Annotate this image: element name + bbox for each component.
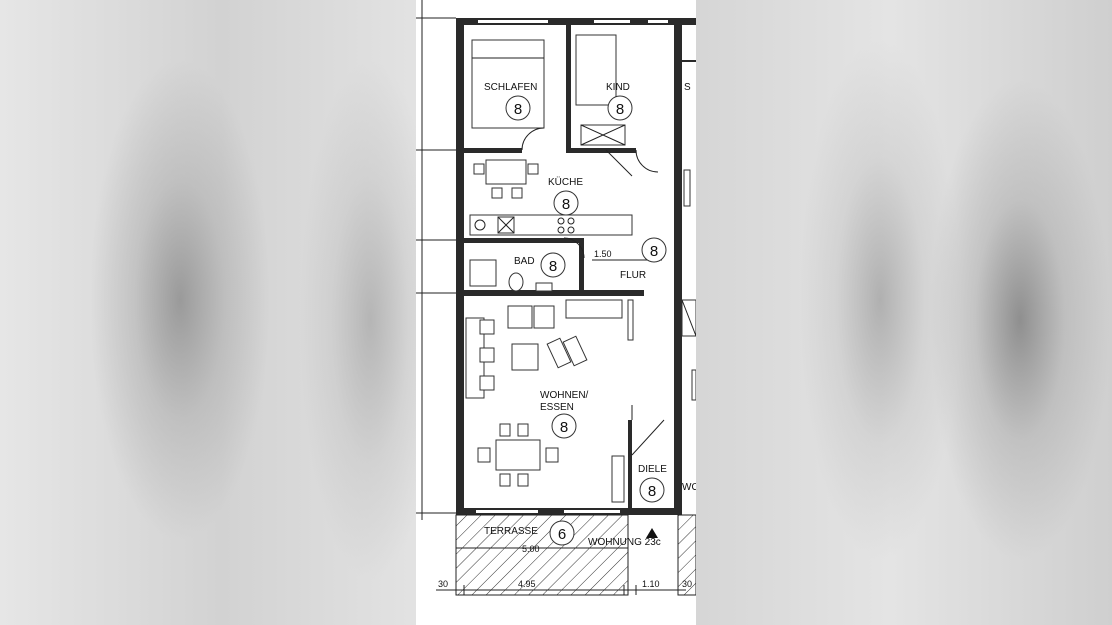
sofa-cushion	[479, 347, 495, 363]
chair	[527, 163, 539, 175]
coffee-table	[511, 343, 539, 371]
room-number-circle	[551, 413, 577, 439]
chair	[511, 187, 523, 199]
chair	[517, 423, 529, 437]
neighbor-terrace-hatch	[677, 514, 696, 596]
neighbor-room-label-bottom: WO	[682, 482, 696, 493]
room-label-terrasse: TERRASSE	[484, 526, 538, 537]
unit-marker-icon	[646, 528, 658, 538]
wall-schlafen-kueche	[464, 148, 522, 153]
washbasin	[535, 282, 553, 292]
stove-burner-icon	[567, 226, 575, 234]
bed-kind	[575, 34, 617, 106]
dimension-bottom-right: 1.10	[642, 579, 660, 589]
neighbor-wall	[682, 60, 696, 62]
room-label-schlafen: SCHLAFEN	[484, 82, 537, 93]
armchair	[562, 335, 588, 367]
window-north-right	[648, 20, 668, 23]
shelf	[627, 299, 634, 341]
chair	[499, 473, 511, 487]
east-wall	[674, 18, 682, 515]
chair	[517, 473, 529, 487]
floor-plan: SCHLAFEN 8 KIND 8 KÜCHE 8 BAD 8 1.50 FLU…	[416, 0, 696, 625]
room-number-schlafen: 8	[514, 101, 522, 118]
room-label-diele: DIELE	[638, 464, 667, 475]
room-label-wohnen-line2: ESSEN	[540, 402, 574, 413]
stove-burner-icon	[567, 217, 575, 225]
room-number-circle	[549, 520, 575, 546]
chair	[499, 423, 511, 437]
wall-schlafen-kind	[566, 25, 571, 150]
stove-burner-icon	[557, 226, 565, 234]
room-number-circle	[607, 95, 633, 121]
wall-bad-wohnen	[464, 290, 644, 296]
room-label-wohnen-line1: WOHNEN/	[540, 390, 589, 401]
terrace-hatch	[455, 514, 629, 596]
room-number-circle	[553, 190, 579, 216]
room-number-terrasse: 6	[558, 526, 566, 543]
dimension-bottom-right-margin: 30	[682, 579, 692, 589]
room-number-circle	[641, 237, 667, 263]
room-number-kueche: 8	[562, 196, 570, 213]
door-swing-bad	[563, 237, 585, 259]
sink-icon	[474, 219, 486, 231]
room-label-bad: BAD	[514, 256, 535, 267]
wardrobe-diele	[611, 455, 625, 503]
dining-table	[495, 439, 541, 471]
room-number-flur: 8	[650, 243, 658, 260]
wardrobe-cross	[580, 124, 626, 146]
chair	[477, 447, 491, 463]
wall-bad-flur	[579, 240, 584, 290]
floor-plan-drawing: SCHLAFEN 8 KIND 8 KÜCHE 8 BAD 8 1.50 FLU…	[416, 0, 696, 596]
wall-kind-flur	[566, 148, 636, 153]
door-swing-kind	[635, 149, 659, 173]
room-label-kind: KIND	[606, 82, 630, 93]
window-terrace-left	[476, 510, 538, 513]
dimension-terrace-width: 5.00	[522, 544, 540, 554]
room-number-circle	[639, 477, 665, 503]
chair	[507, 305, 533, 329]
toilet-icon	[508, 272, 524, 292]
kitchen-counter	[469, 214, 633, 236]
wall-diele	[628, 420, 632, 510]
sideboard	[565, 299, 623, 319]
room-number-bad: 8	[549, 258, 557, 275]
room-label-flur: FLUR	[620, 270, 646, 281]
dimension-flur-width: 1.50	[594, 249, 612, 259]
sofa-cushion	[479, 319, 495, 335]
window-terrace-right	[564, 510, 620, 513]
west-wall	[456, 18, 464, 515]
chair	[533, 305, 555, 329]
room-number-circle	[540, 252, 566, 278]
room-number-diele: 8	[648, 483, 656, 500]
room-number-circle	[505, 95, 531, 121]
window-kind	[594, 20, 630, 23]
room-number-wohnen: 8	[560, 419, 568, 436]
wall-kueche-bad	[464, 238, 584, 243]
north-wall	[456, 18, 696, 25]
diele-door-line	[631, 419, 665, 456]
shower-tray	[469, 259, 497, 287]
stove-burner-icon	[557, 217, 565, 225]
neighbor-furniture	[691, 369, 696, 401]
cabinet-cross	[497, 216, 515, 234]
chair	[491, 187, 503, 199]
sofa-cushion	[479, 375, 495, 391]
chair	[545, 447, 559, 463]
dimension-bottom-main: 4.95	[518, 579, 536, 589]
kitchen-table	[485, 159, 527, 185]
neighbor-cross	[681, 299, 696, 337]
unit-label: WOHNUNG 23c	[588, 537, 661, 548]
room-number-kind: 8	[616, 101, 624, 118]
dimension-bottom-left-margin: 30	[438, 579, 448, 589]
door-swing-schlafen	[521, 127, 545, 151]
armchair	[546, 337, 572, 369]
neighbor-room-label: S	[684, 82, 691, 93]
window-schlafen	[478, 20, 548, 23]
neighbor-furniture	[683, 169, 691, 207]
room-label-kueche: KÜCHE	[548, 176, 583, 188]
kitchen-door-line	[605, 149, 633, 177]
chair	[473, 163, 485, 175]
